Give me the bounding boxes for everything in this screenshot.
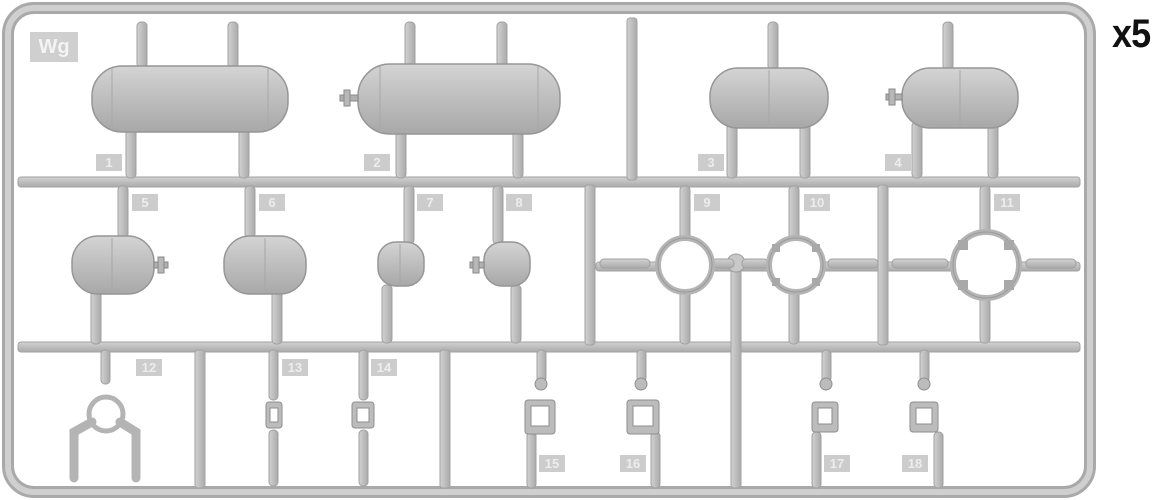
- part-13-bracket: [265, 401, 283, 429]
- part-2-tank: [339, 63, 561, 135]
- part-number-tag: 15: [539, 455, 565, 472]
- part-12-ring: [69, 394, 141, 483]
- part-10-ring: [766, 235, 826, 295]
- part-4-tank: [885, 67, 1019, 129]
- part-5-tank: [71, 235, 169, 295]
- part-7-tank: [377, 241, 425, 287]
- outer-frame: [2, 2, 1096, 498]
- part-9-ring: [655, 235, 715, 295]
- part-number-tag: 2: [364, 154, 390, 171]
- vertical-runners: [194, 17, 889, 489]
- part-number-tag: 1: [96, 154, 122, 171]
- gate-stubs: [90, 21, 999, 489]
- ring-gates: [599, 258, 1077, 269]
- part-3-tank: [709, 67, 829, 129]
- part-number-tag: 14: [371, 359, 397, 376]
- part-number-tag: 13: [282, 359, 308, 376]
- part-number-tag: 7: [417, 194, 443, 211]
- part-6-tank: [223, 235, 307, 295]
- part-17-bracket: [811, 377, 839, 433]
- part-number-tag: 5: [132, 194, 158, 211]
- part-18-bracket: [909, 377, 939, 433]
- part-number-tag: 8: [506, 194, 532, 211]
- part-number-tag: 4: [885, 154, 911, 171]
- part-number-tag: 12: [136, 359, 162, 376]
- part-number-tag: 18: [902, 455, 928, 472]
- part-14-bracket: [351, 401, 375, 429]
- sprue-code-label: Wg: [30, 32, 78, 62]
- part-number-tag: 6: [259, 194, 285, 211]
- part-8-tank: [469, 241, 531, 287]
- part-number-tag: 9: [694, 194, 720, 211]
- part-16-bracket: [626, 377, 660, 435]
- part-1-tank: [91, 65, 289, 133]
- part-number-tag: 17: [824, 455, 850, 472]
- quantity-label: x5: [1112, 12, 1151, 56]
- part-15-bracket: [524, 377, 556, 435]
- part-number-tag: 10: [804, 194, 830, 211]
- part-number-tag: 3: [698, 154, 724, 171]
- part-number-tag: 16: [620, 455, 646, 472]
- part-number-tag: 11: [994, 194, 1020, 211]
- part-11-ring: [950, 229, 1022, 301]
